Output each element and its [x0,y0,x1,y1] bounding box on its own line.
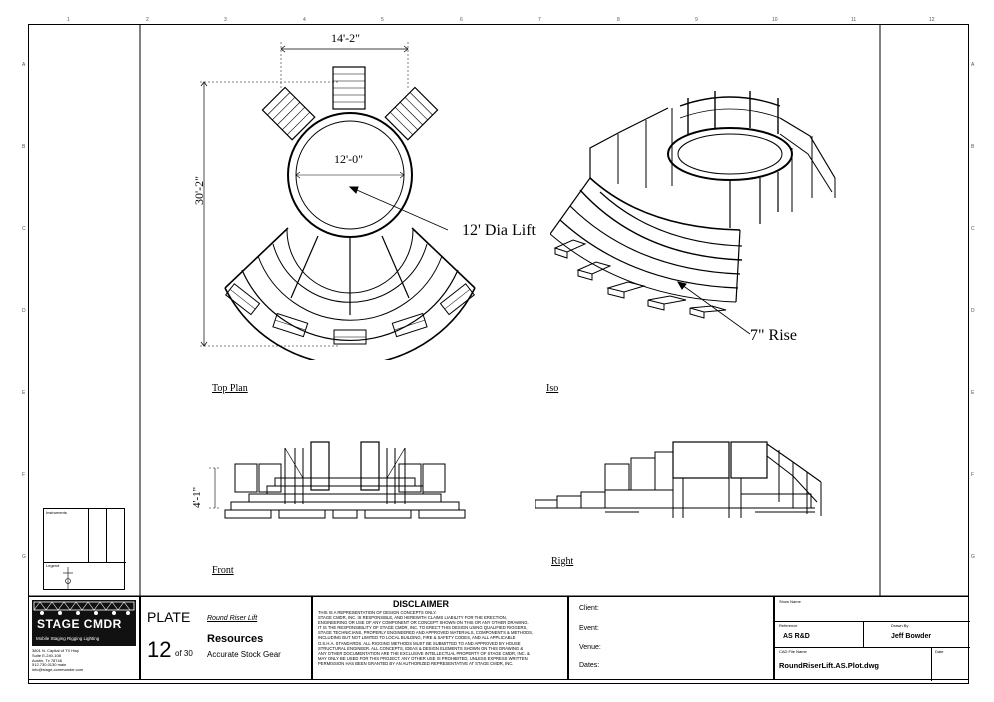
reference-label: Reference [779,623,798,628]
drawn-by-value: Jeff Bowder [891,633,932,640]
disclaimer-body: THIS IS A REPRESENTATION OF DESIGN CONCE… [318,610,566,666]
company-logo: STAGE CMDR Mobile Staging Rigging Lighti… [32,600,136,646]
event-label: Event: [579,625,599,632]
disclaimer-line: MAY ONLY BE USED FOR THIS PROJECT. ANY O… [318,655,528,661]
plate-subtitle: Round Riser Lift [207,615,258,622]
top-plan-drawing [200,42,476,360]
company-block: STAGE CMDR Mobile Staging Rigging Lighti… [28,596,140,680]
rise-callout: 7" Rise [750,327,797,344]
legend-title: Legend [46,563,60,568]
ruler-row: D [22,308,26,314]
view-label-front: Front [212,565,234,576]
view-label-right: Right [551,556,574,567]
instruments-box: Instruments Legend [43,508,126,590]
resources-title: Resources [207,633,264,645]
ruler-col: 9 [695,17,698,23]
ruler-col: 11 [851,17,857,23]
logo-text: STAGE CMDR [37,617,122,631]
dim-height-left: 30'-2" [192,175,206,205]
iso-drawing [550,91,836,335]
dates-label: Dates: [579,662,600,669]
date-label: Date [935,649,944,654]
ruler-row: D [971,308,975,314]
ruler-row: A [22,62,26,68]
legend-symbol-icon [63,567,73,589]
ruler-row: F [22,472,26,478]
disclaimer-line: ENGINEERING OR USE OF ANY COMPONENT OR C… [318,620,529,626]
dim-front-height: 4'-1" [191,486,203,508]
instruments-title: Instruments [46,510,67,515]
logo-tagline: Mobile Staging Rigging Lighting [36,636,100,641]
ruler-col: 6 [460,17,463,23]
drawn-by-label: Drawn By [891,623,909,628]
cad-file-label: CAD File Name [779,649,807,654]
ruler-row: A [971,62,975,68]
ruler-row: E [22,390,26,396]
show-name-label: Show Name [779,599,801,604]
front-view-drawing [209,441,466,519]
right-view-drawing [535,441,822,518]
ruler-col: 3 [224,17,227,23]
plate-label: PLATE [147,609,191,625]
disclaimer-line: INCLUDING BUT NOT LIMITED TO LOCAL BUILD… [318,635,516,641]
company-address: 3801 N. Capital of TX Hwy Suite E-240-10… [32,648,84,673]
ruler-col: 4 [303,17,306,23]
address-line: 512.730.0130 main [32,662,67,668]
disclaimer-title: DISCLAIMER [393,599,449,609]
ruler-col: 10 [772,17,778,23]
ruler-row: C [971,226,975,232]
address-line: info@stage-commander.com [32,667,84,673]
project-fields-block: Client: Event: Venue: Dates: [568,596,774,680]
ruler-col: 2 [146,17,149,23]
disclaimer-line: STAGE TECHNICIANS, PROPERLY ENGINEERED A… [318,630,534,636]
ruler-row: C [22,226,26,232]
plate-number: 12 [147,637,172,662]
venue-label: Venue: [579,644,601,651]
dim-inner-diameter: 12'-0" [334,152,364,166]
disclaimer-line: ANY OTHER DOCUMENTATION ARE THE EXCLUSIV… [318,650,530,656]
plate-block: PLATE Round Riser Lift 12 of 30 Resource… [140,596,312,680]
address-line: 3801 N. Capital of TX Hwy [32,648,80,653]
cad-file-value: RoundRiserLift.AS.Plot.dwg [779,661,879,670]
disclaimer-line: O.S.H.A. STANDARDS. ALL RIGGING METHODS … [318,640,521,646]
truss-icon [33,601,135,615]
ruler-row: G [22,554,26,560]
ruler-col: 12 [929,17,935,23]
disclaimer-block: DISCLAIMER THIS IS A REPRESENTATION OF D… [312,596,568,680]
address-line: Austin, Tx 78746 [32,657,62,663]
drawing-border [28,24,969,684]
ruler-row: F [971,472,975,478]
disclaimer-line: THIS IS A REPRESENTATION OF DESIGN CONCE… [318,610,437,615]
view-label-top-plan: Top Plan [212,383,248,394]
resources-sub: Accurate Stock Gear [207,650,281,659]
reference-value: AS R&D [783,633,810,640]
info-block: Show Name Reference AS R&D Drawn By Jeff… [774,596,970,681]
lift-callout: 12' Dia Lift [462,222,536,239]
address-line: Suite E-240-108 [32,652,61,658]
ruler-col: 1 [67,17,70,23]
plate-of: of 30 [175,649,193,658]
disclaimer-line: IT IS THE RESPONSIBILITY OF STAGE CMDR, … [318,625,528,631]
ruler-row: E [971,390,975,396]
ruler-row: G [971,554,975,560]
view-label-iso: Iso [546,383,559,394]
disclaimer-line: STRUCTURAL ENGINEER. ALL CONCEPTS, IDEAS… [318,645,524,651]
ruler-col: 5 [381,17,384,23]
ruler-row: B [971,144,975,150]
client-label: Client: [579,605,599,612]
dim-width-top: 14'-2" [331,31,361,45]
disclaimer-line: PERMISSION HAS BEEN GRANTED BY AN AUTHOR… [318,660,514,666]
disclaimer-line: STAGE CMDR, INC. IS RESPONSIBLE, AND HER… [318,615,507,621]
ruler-row: B [22,144,26,150]
ruler-col: 7 [538,17,541,23]
ruler-col: 8 [617,17,620,23]
